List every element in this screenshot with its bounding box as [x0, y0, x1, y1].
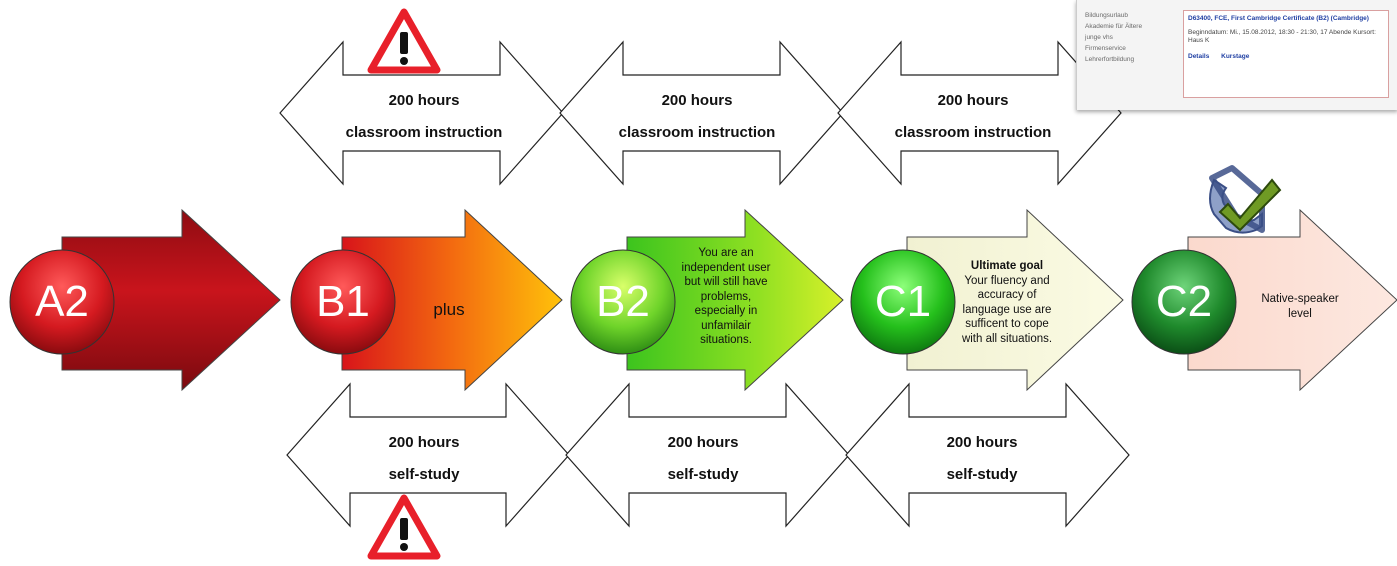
menu-item: Bildungsurlaub: [1085, 12, 1129, 19]
circle-A2: [9, 249, 115, 355]
checkmark-badge-icon: [1209, 165, 1282, 234]
arrow-C1: [906, 208, 1124, 392]
menu-item: Lehrerfortbildung: [1085, 56, 1135, 63]
hours-type: self-study: [946, 466, 1018, 483]
arrow-B1: [341, 208, 563, 392]
course-links: Details Kurstage: [1188, 53, 1384, 61]
arrow-A2: [61, 208, 281, 392]
hours-amount: 200 hours: [667, 434, 739, 451]
level-code-A2: A2: [35, 277, 89, 326]
hours-amount: 200 hours: [661, 92, 733, 109]
menu-item: Akademie für Ältere: [1085, 23, 1143, 30]
hours-amount: 200 hours: [388, 92, 460, 109]
bottom-double-arrows: [286, 382, 1130, 528]
arrow-C2: [1187, 208, 1397, 392]
hours-type: classroom instruction: [345, 124, 503, 141]
c1-text: Your fluency and accuracy of language us…: [961, 274, 1053, 345]
circle-C1: [850, 249, 956, 355]
course-card: D63400, FCE, First Cambridge Certificate…: [1183, 10, 1389, 98]
hours-amount: 200 hours: [937, 92, 1009, 109]
circle-C2: [1131, 249, 1237, 355]
course-schedule: Beginndatum: Mi., 15.08.2012, 18:30 - 21…: [1188, 29, 1376, 44]
hours-amount: 200 hours: [946, 434, 1018, 451]
circle-B1: [290, 249, 396, 355]
b1-plus-label: plus: [433, 300, 465, 319]
self-study-double-arrow-3: [845, 382, 1130, 528]
level-arrows: [61, 208, 1397, 392]
classroom-hours-label-3: 200 hours classroom instruction: [853, 85, 1093, 149]
kurstage-link: Kurstage: [1221, 53, 1250, 60]
level-code-C1: C1: [874, 277, 932, 326]
level-code-C2: C2: [1155, 277, 1213, 326]
hours-type: classroom instruction: [894, 124, 1052, 141]
screenshot-menu: Bildungsurlaub Akademie für Ältere junge…: [1085, 10, 1177, 65]
details-link: Details: [1188, 53, 1210, 60]
level-code-B1: B1: [316, 277, 370, 326]
hours-type: self-study: [667, 466, 739, 483]
classroom-hours-label-1: 200 hours classroom instruction: [304, 85, 544, 149]
b2-description: You are an independent user but will sti…: [681, 247, 771, 346]
classroom-hours-label-2: 200 hours classroom instruction: [577, 85, 817, 149]
level-code-B2: B2: [596, 277, 650, 326]
c1-description: Ultimate goal Your fluency and accuracy …: [958, 259, 1056, 346]
circle-B2: [570, 249, 676, 355]
self-study-hours-label-1: 200 hours self-study: [304, 427, 544, 491]
self-study-hours-label-3: 200 hours self-study: [862, 427, 1102, 491]
menu-item: Firmenservice: [1085, 45, 1126, 52]
menu-item: junge vhs: [1085, 34, 1113, 41]
warning-icon: [367, 494, 441, 560]
arrow-B2: [626, 208, 844, 392]
course-listing-screenshot: Bildungsurlaub Akademie für Ältere junge…: [1076, 0, 1397, 110]
course-title: D63400, FCE, First Cambridge Certificate…: [1188, 15, 1369, 22]
level-circles: [9, 249, 1237, 355]
self-study-hours-label-2: 200 hours self-study: [583, 427, 823, 491]
c1-title: Ultimate goal: [970, 260, 1044, 272]
classroom-double-arrow-3: [837, 40, 1122, 186]
hours-amount: 200 hours: [388, 434, 460, 451]
hours-type: self-study: [388, 466, 460, 483]
hours-type: classroom instruction: [618, 124, 776, 141]
warning-icon: [367, 8, 441, 74]
top-double-arrows: [279, 40, 1122, 186]
c2-description: Native-speaker level: [1261, 293, 1339, 320]
